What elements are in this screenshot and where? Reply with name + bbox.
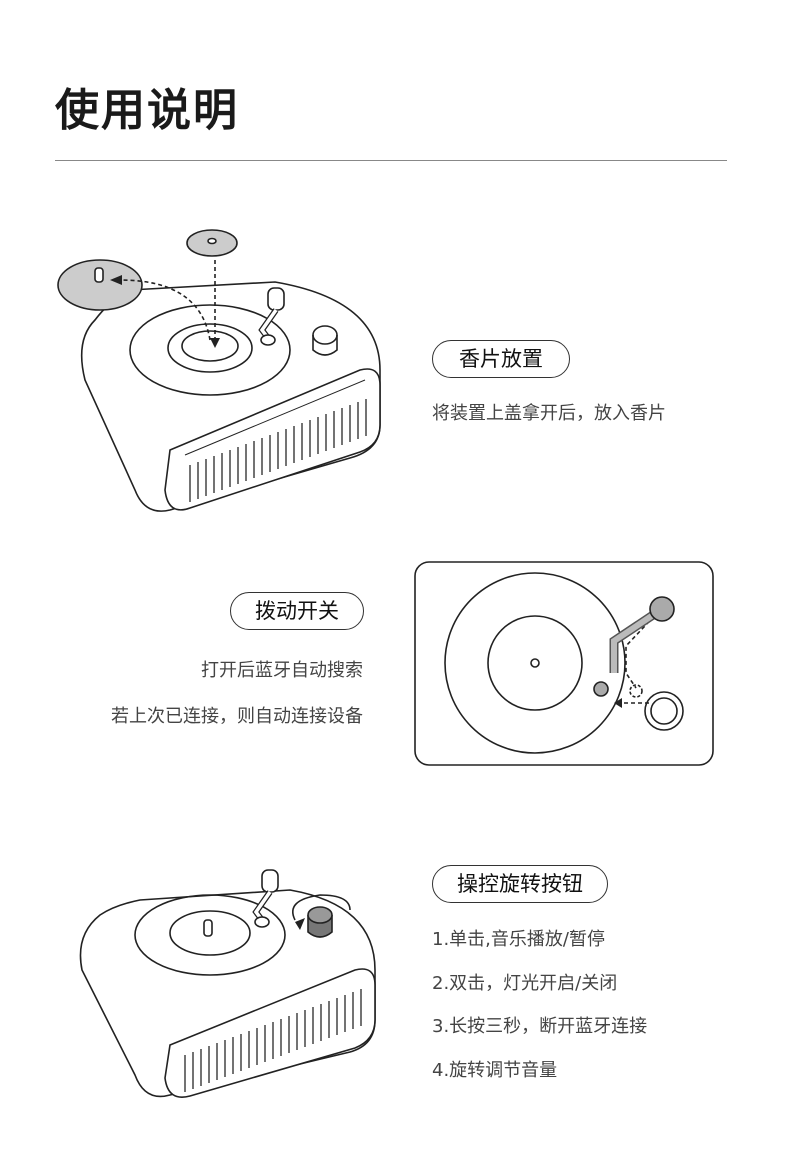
instruction-text: 打开后蓝牙自动搜索: [201, 660, 363, 681]
instruction-step-1: 1.单击,音乐播放/暂停: [432, 929, 605, 950]
device-knob-illustration: [79, 869, 376, 1098]
instruction-step-2: 2.双击，灯光开启/关闭: [432, 973, 618, 994]
device-place-disc-illustration: [57, 229, 381, 512]
instruction-step-4: 4.旋转调节音量: [432, 1060, 558, 1081]
page-title: 使用说明: [55, 85, 239, 136]
instruction-text: 若上次已连接，则自动连接设备: [111, 706, 363, 727]
section-heading-pill: 香片放置: [432, 340, 570, 378]
divider: [55, 160, 727, 161]
turntable-switch-illustration: [414, 561, 714, 766]
section-heading-pill: 拨动开关: [230, 592, 364, 630]
section-heading-pill: 操控旋转按钮: [432, 865, 608, 903]
instruction-step-3: 3.长按三秒，断开蓝牙连接: [432, 1016, 648, 1037]
instruction-text: 将装置上盖拿开后，放入香片: [432, 403, 666, 424]
